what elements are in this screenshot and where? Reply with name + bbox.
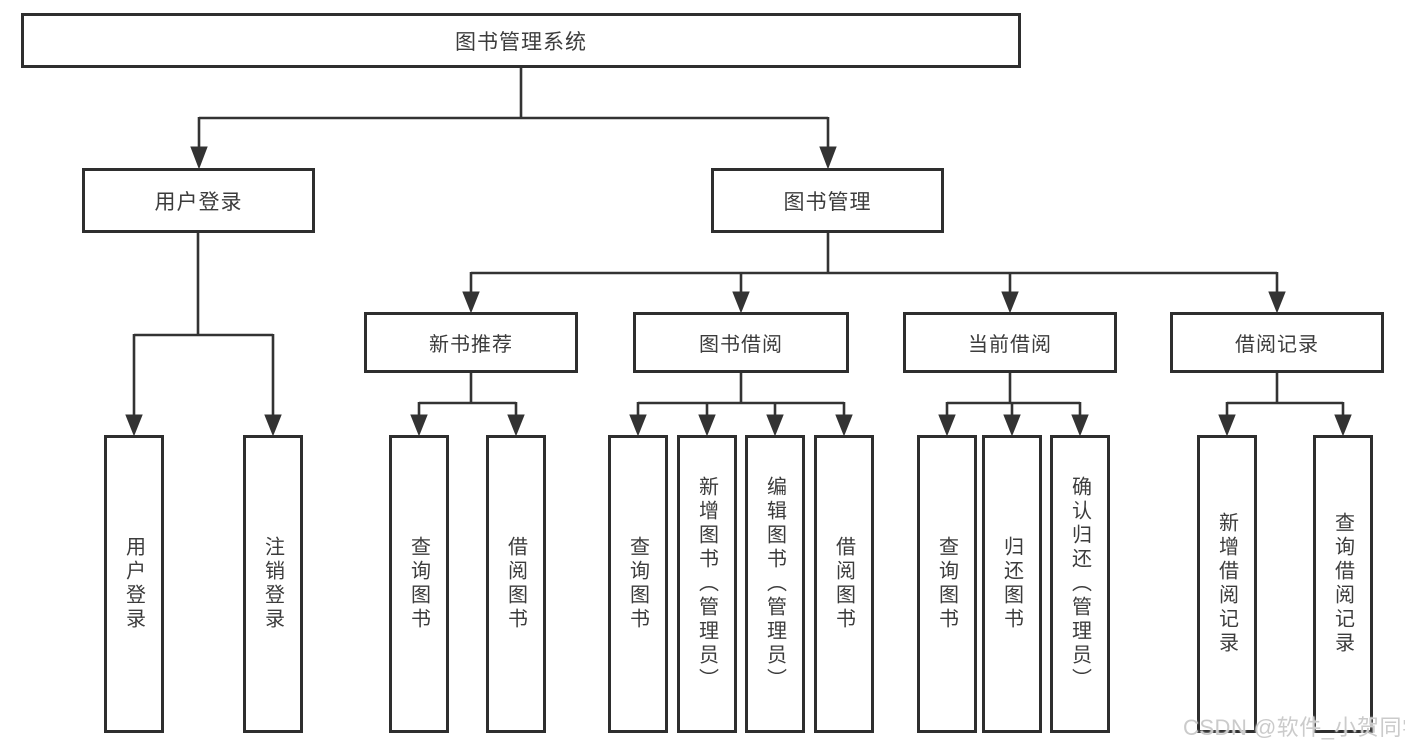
node-label: 确认归还（管理员） (1068, 476, 1091, 692)
node-label: 查询图书 (407, 536, 430, 632)
leaf-add-books-admin: 新增图书（管理员） (677, 435, 737, 733)
connector-user-login-children (125, 232, 282, 437)
connector-new-book-children (410, 373, 525, 437)
leaf-borrow-books: 借阅图书 (814, 435, 874, 733)
node-label: 用户登录 (154, 190, 243, 214)
node-label: 注销登录 (261, 536, 284, 632)
node-book-borrowing: 图书借阅 (633, 312, 849, 373)
node-label: 图书管理 (783, 190, 872, 214)
node-book-management: 图书管理 (711, 168, 944, 233)
leaf-borrow-books-newrec: 借阅图书 (486, 435, 546, 733)
node-library-management-system: 图书管理系统 (21, 13, 1021, 68)
leaf-query-books-newrec: 查询图书 (389, 435, 449, 733)
node-label: 借阅图书 (832, 536, 855, 632)
leaf-user-login: 用户登录 (104, 435, 164, 733)
connector-book-borrow-children (629, 373, 853, 437)
node-current-borrowing: 当前借阅 (903, 312, 1117, 373)
connector-current-borrow-children (938, 373, 1089, 437)
leaf-confirm-return-admin: 确认归还（管理员） (1050, 435, 1110, 733)
connector-root-to-level2 (190, 67, 837, 170)
connector-borrow-record-children (1218, 373, 1352, 437)
node-label: 图书借阅 (699, 334, 783, 356)
node-label: 借阅图书 (504, 536, 527, 632)
node-label: 查询图书 (935, 536, 958, 632)
node-label: 查询借阅记录 (1331, 512, 1354, 656)
csdn-watermark: CSDN @软件_小贺同学 (1183, 715, 1405, 740)
leaf-query-borrow-record: 查询借阅记录 (1313, 435, 1373, 733)
node-label: 图书管理系统 (455, 30, 587, 54)
leaf-logout: 注销登录 (243, 435, 303, 733)
node-label: 当前借阅 (968, 334, 1052, 356)
node-label: 查询图书 (626, 536, 649, 632)
node-user-login: 用户登录 (82, 168, 315, 233)
node-label: 新书推荐 (429, 334, 513, 356)
leaf-add-borrow-record: 新增借阅记录 (1197, 435, 1257, 733)
node-label: 新增借阅记录 (1215, 512, 1238, 656)
node-label: 编辑图书（管理员） (763, 476, 786, 692)
node-borrowing-records: 借阅记录 (1170, 312, 1384, 373)
connector-book-mgmt-children (462, 232, 1286, 314)
leaf-edit-books-admin: 编辑图书（管理员） (745, 435, 805, 733)
node-new-book-recommendation: 新书推荐 (364, 312, 578, 373)
node-label: 借阅记录 (1235, 334, 1319, 356)
node-label: 新增图书（管理员） (695, 476, 718, 692)
node-label: 归还图书 (1000, 536, 1023, 632)
leaf-query-books-current: 查询图书 (917, 435, 977, 733)
leaf-query-books-borrow: 查询图书 (608, 435, 668, 733)
leaf-return-books: 归还图书 (982, 435, 1042, 733)
node-label: 用户登录 (122, 536, 145, 632)
